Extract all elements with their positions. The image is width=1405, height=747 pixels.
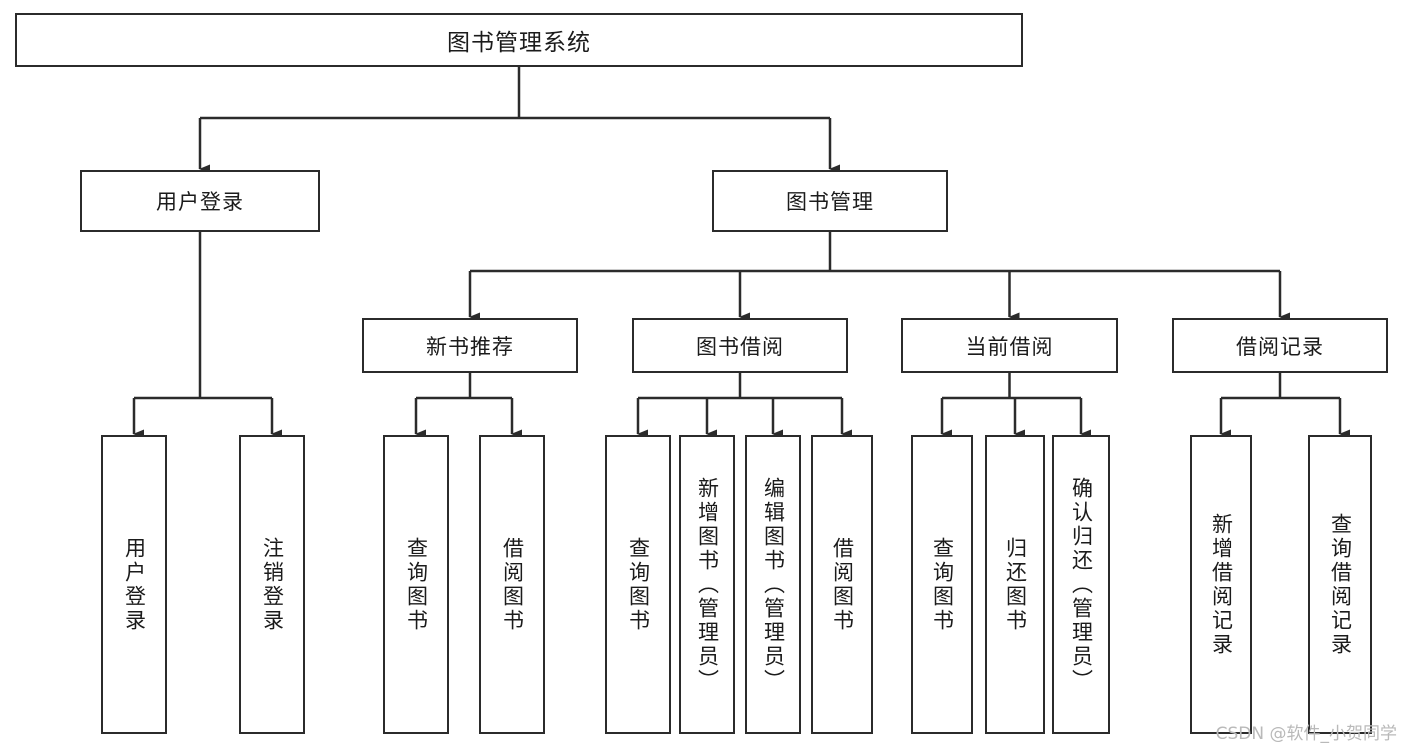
node-label: 借阅图书 (830, 536, 855, 633)
node-leaf-4[interactable]: 查询图书 (605, 435, 671, 734)
node-label: 确认归还（管理员） (1069, 476, 1094, 693)
node-label: 查询图书 (626, 536, 651, 633)
node-label: 当前借阅 (965, 334, 1054, 359)
node-label: 图书管理系统 (447, 30, 591, 56)
node-label: 查询图书 (404, 536, 429, 633)
node-leaf-12[interactable]: 查询借阅记录 (1308, 435, 1372, 734)
node-leaf-7[interactable]: 借阅图书 (811, 435, 873, 734)
node-label: 注销登录 (260, 536, 285, 633)
node-label: 借阅记录 (1236, 334, 1324, 359)
node-label: 查询图书 (930, 536, 955, 633)
node-label: 用户登录 (156, 190, 244, 214)
node-level2-1[interactable]: 图书借阅 (632, 318, 848, 373)
node-label: 借阅图书 (500, 536, 525, 633)
node-level1-0[interactable]: 用户登录 (80, 170, 320, 232)
node-leaf-9[interactable]: 归还图书 (985, 435, 1045, 734)
node-level2-0[interactable]: 新书推荐 (362, 318, 578, 373)
node-label: 编辑图书（管理员） (761, 476, 786, 693)
node-leaf-6[interactable]: 编辑图书（管理员） (745, 435, 801, 734)
node-label: 新书推荐 (426, 334, 514, 359)
node-label: 图书借阅 (696, 334, 784, 359)
node-label: 查询借阅记录 (1328, 512, 1353, 657)
node-leaf-0[interactable]: 用户登录 (101, 435, 167, 734)
node-level2-2[interactable]: 当前借阅 (901, 318, 1118, 373)
node-leaf-10[interactable]: 确认归还（管理员） (1052, 435, 1110, 734)
node-leaf-1[interactable]: 注销登录 (239, 435, 305, 734)
node-label: 图书管理 (786, 190, 874, 214)
node-leaf-3[interactable]: 借阅图书 (479, 435, 545, 734)
node-leaf-2[interactable]: 查询图书 (383, 435, 449, 734)
node-leaf-5[interactable]: 新增图书（管理员） (679, 435, 735, 734)
node-label: 归还图书 (1003, 536, 1028, 633)
node-root-root[interactable]: 图书管理系统 (15, 13, 1023, 67)
node-label: 新增图书（管理员） (695, 476, 720, 693)
node-label: 新增借阅记录 (1209, 512, 1234, 657)
node-leaf-11[interactable]: 新增借阅记录 (1190, 435, 1252, 734)
node-level1-1[interactable]: 图书管理 (712, 170, 948, 232)
node-level2-3[interactable]: 借阅记录 (1172, 318, 1388, 373)
node-label: 用户登录 (122, 536, 147, 633)
node-leaf-8[interactable]: 查询图书 (911, 435, 973, 734)
